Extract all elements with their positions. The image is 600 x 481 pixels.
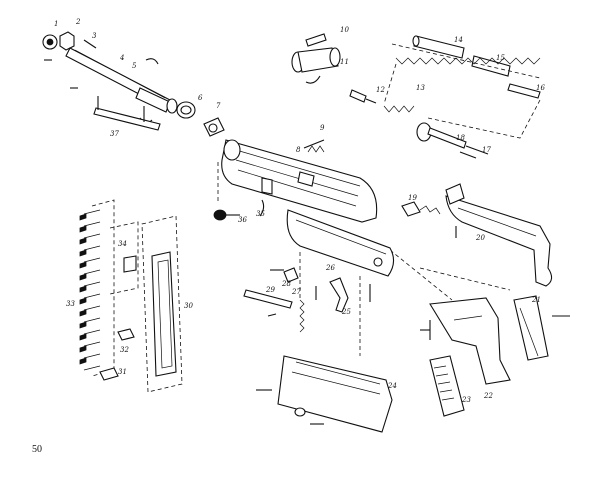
- barrel-group: [42, 31, 225, 137]
- part-label-11: 11: [340, 58, 349, 66]
- part-label-6: 6: [198, 94, 203, 102]
- part-label-34: 34: [118, 240, 127, 248]
- part-label-5: 5: [132, 62, 137, 70]
- part-label-7: 7: [216, 102, 221, 110]
- part-label-26: 26: [325, 264, 335, 272]
- part-label-4: 4: [119, 54, 124, 62]
- part-label-18: 18: [456, 134, 465, 142]
- part-label-2: 2: [75, 18, 81, 26]
- part-labels: 1 2 3 4 5 6 7 8 9 10 11 12 13 14 15 16 1…: [54, 18, 545, 404]
- part-label-24: 24: [387, 382, 397, 390]
- part-label-16: 16: [536, 84, 545, 92]
- part-label-33: 33: [66, 300, 75, 308]
- part-label-29: 29: [265, 286, 275, 294]
- part-label-8: 8: [296, 146, 301, 154]
- magazine-group: [79, 199, 183, 393]
- receiver: [213, 139, 378, 223]
- part-label-36: 36: [238, 216, 247, 224]
- bolt-group: [291, 33, 377, 104]
- part-label-9: 9: [320, 124, 325, 132]
- page-number: 50: [32, 444, 42, 455]
- part-label-23: 23: [461, 396, 471, 404]
- part-label-37: 37: [110, 130, 119, 138]
- part-label-31: 31: [118, 368, 127, 376]
- part-label-14: 14: [454, 36, 463, 44]
- stock-and-grip-group: [389, 183, 570, 417]
- part-label-17: 17: [482, 146, 491, 154]
- part-label-32: 32: [120, 346, 129, 354]
- part-label-13: 13: [416, 84, 425, 92]
- part-label-3: 3: [92, 32, 97, 40]
- part-label-19: 19: [408, 194, 417, 202]
- part-label-21: 21: [531, 296, 541, 304]
- part-label-20: 20: [475, 234, 485, 242]
- part-label-25: 25: [341, 308, 351, 316]
- part-label-27: 27: [291, 288, 301, 296]
- part-label-1: 1: [54, 20, 58, 28]
- recoil-group: [383, 35, 541, 159]
- part-label-12: 12: [376, 86, 385, 94]
- part-label-35: 35: [256, 210, 265, 218]
- trigger-group: [243, 209, 395, 433]
- part-label-30: 30: [184, 302, 193, 310]
- part-label-22: 22: [483, 392, 493, 400]
- part-label-15: 15: [496, 54, 505, 62]
- part-label-10: 10: [340, 26, 349, 34]
- part-label-28: 28: [281, 280, 291, 288]
